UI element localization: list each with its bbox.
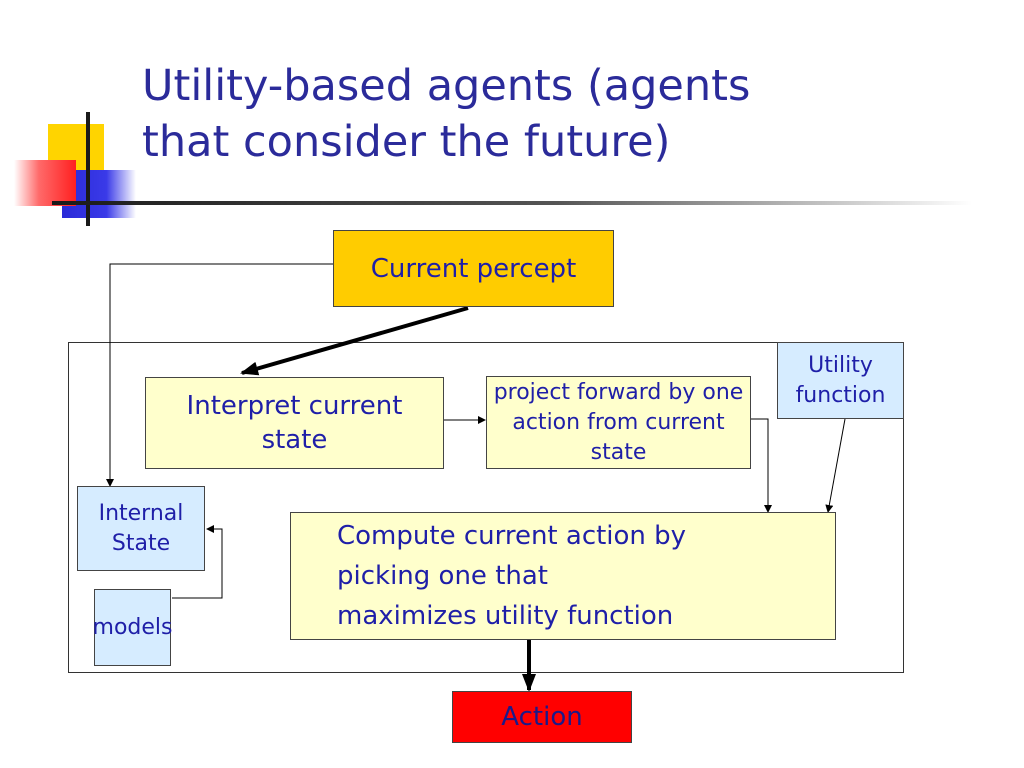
node-interpret-state: Interpret current state (145, 377, 444, 469)
node-compute-action-line-2: picking one that (337, 561, 548, 591)
node-current-percept: Current percept (333, 230, 614, 307)
node-current-percept-label: Current percept (370, 253, 577, 284)
title-underline (52, 201, 972, 205)
arrow-utility-to-compute (825, 418, 846, 513)
node-compute-action-line-3: maximizes utility function (337, 601, 674, 631)
arrow-project-to-compute (751, 418, 772, 513)
node-compute-action: Compute current action by picking one th… (290, 512, 836, 640)
node-utility-function: Utility function (777, 342, 904, 419)
node-project-forward: project forward by one action from curre… (486, 376, 751, 469)
node-action: Action (452, 691, 632, 743)
slide-title: Utility-based agents (agents that consid… (142, 58, 1002, 170)
node-models-label: models (92, 615, 173, 640)
arrow-percept-to-interpret (240, 306, 469, 376)
title-line-2: that consider the future) (142, 117, 671, 167)
decor-vertical-line (86, 112, 90, 226)
node-utility-function-label: Utility function (795, 352, 886, 408)
node-internal-state-label: Internal State (98, 500, 184, 556)
decor-red-square (14, 160, 76, 206)
node-models: models (92, 589, 173, 666)
node-compute-action-line-1: Compute current action by (337, 521, 687, 551)
node-interpret-state-label: Interpret current state (186, 391, 403, 455)
arrow-models-to-internal-state (172, 525, 223, 599)
arrow-percept-to-internal-state (106, 263, 333, 487)
agent-frame (68, 342, 904, 673)
node-action-label: Action (501, 702, 583, 732)
node-project-forward-label: project forward by one action from curre… (493, 379, 744, 465)
title-line-1: Utility-based agents (agents (142, 61, 751, 111)
node-internal-state: Internal State (77, 486, 205, 571)
